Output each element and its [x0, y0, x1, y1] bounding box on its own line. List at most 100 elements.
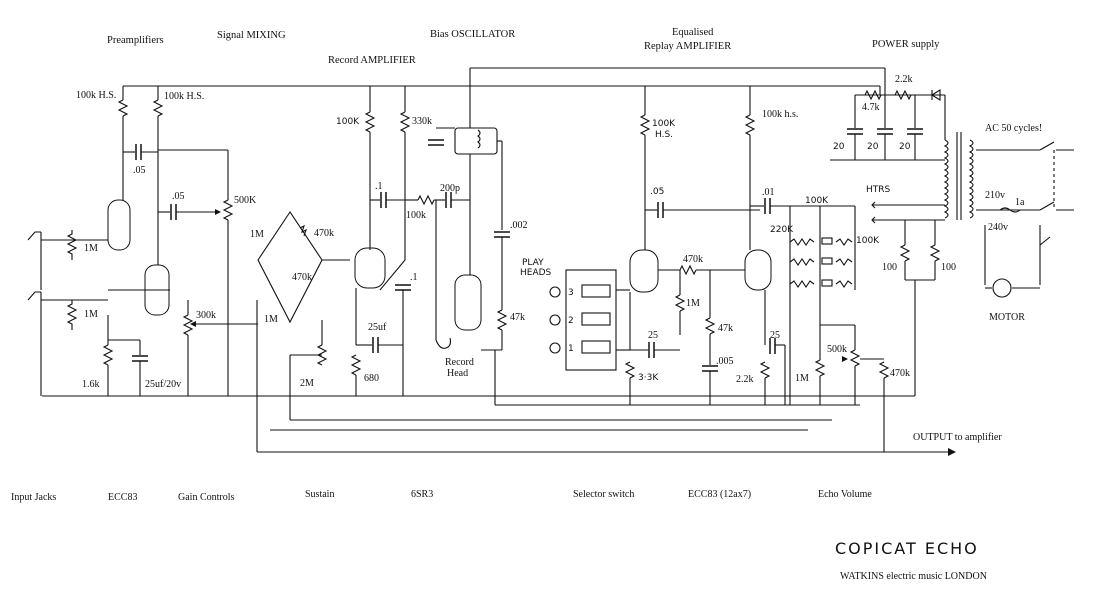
- output-arrow-icon: [948, 448, 956, 456]
- label-05-a: .05: [133, 165, 146, 176]
- label-100k-hs-rep: 100K: [652, 119, 676, 129]
- motor-switch: [1039, 236, 1051, 246]
- label-100k-hs-2: 100k H.S.: [164, 91, 204, 102]
- tone-resistor-1: [789, 238, 815, 246]
- tone-resistor-4: [835, 238, 853, 246]
- heater-arrow-2: [871, 216, 880, 224]
- label-1m-d: 1M: [264, 314, 278, 325]
- motor-label: MOTOR: [989, 312, 1025, 323]
- label-100k-hs-rep2: 100k h.s.: [762, 109, 798, 120]
- label-2m: 2M: [300, 378, 314, 389]
- head-number-1: 1: [568, 344, 574, 354]
- resistor-47k-bias: [496, 309, 508, 331]
- label-470k-echo: 470k: [890, 368, 910, 379]
- pot-2m: [316, 344, 328, 366]
- resistor-3-3k: [624, 361, 636, 379]
- label-input-jacks: Input Jacks: [11, 492, 56, 503]
- resistor-2-2k-rep: [759, 361, 771, 379]
- ac-label: AC 50 cycles!: [985, 123, 1042, 134]
- head-number-2: 2: [568, 316, 574, 326]
- label-200p: 200p: [440, 183, 460, 194]
- label-20-c: 20: [899, 142, 911, 152]
- label-210v: 210v: [985, 190, 1005, 201]
- resistor-4-7k-ps: [864, 89, 882, 101]
- label-100k-hs-1: 100k H.S.: [76, 90, 116, 101]
- resistor-1m-rep: [674, 294, 686, 312]
- resistor-100-a: [899, 244, 911, 262]
- resistor-100-b: [929, 244, 941, 262]
- label-470k-rep: 470k: [683, 254, 703, 265]
- resistor-1m-a: [66, 230, 78, 260]
- label-100k-mid: 100k: [406, 210, 426, 221]
- label-25uf-20v: 25uf/20v: [145, 379, 181, 390]
- header-bias-oscillator: Bias OSCILLATOR: [430, 29, 515, 40]
- label-selector-switch: Selector switch: [573, 489, 634, 500]
- label-300k: 300k: [196, 310, 216, 321]
- label-470k-a: 470k: [314, 228, 334, 239]
- label-100k-tone2: 100K: [856, 236, 880, 246]
- label-htrs: HTRS: [866, 185, 891, 195]
- label-1m-rep2: 1M: [795, 373, 809, 384]
- label-1m-rep: 1M: [686, 298, 700, 309]
- footer-subtitle: WATKINS electric music LONDON: [840, 571, 987, 582]
- play-head-2: 2: [549, 312, 611, 326]
- wire: [379, 259, 406, 291]
- header-replay-amplifier: Replay AMPLIFIER: [644, 41, 731, 52]
- label-500k: 500K: [234, 195, 257, 206]
- resistor-470k-echo: [878, 361, 890, 379]
- label-100k-tone: 100K: [805, 196, 829, 206]
- resistor-1m-b: [66, 300, 78, 330]
- play-heads-label-1: PLAY: [522, 258, 544, 268]
- bias-tube: [454, 274, 482, 331]
- pot-500k-echo-wiper: [842, 356, 848, 362]
- label-1m-a: 1M: [84, 243, 98, 254]
- resistor-100k-mid: [417, 194, 435, 206]
- label-4-7k-ps: 4.7k: [862, 102, 880, 113]
- motor-icon: [992, 278, 1012, 298]
- label-47k-rep: 47k: [718, 323, 733, 334]
- selector-switch: [565, 269, 617, 371]
- label-3-3k: 3·3K: [638, 373, 659, 383]
- label-01: .01: [762, 187, 775, 198]
- label-005: .005: [716, 356, 734, 367]
- label-500k-echo: 500k: [827, 344, 847, 355]
- label-25-rep2: 25: [770, 330, 780, 341]
- label-100-b: 100: [941, 262, 956, 273]
- resistor-2-2k-ps: [894, 89, 912, 101]
- label-330k: 330k: [412, 116, 432, 127]
- pot-300k: [182, 314, 194, 336]
- header-equalised: Equalised: [672, 27, 714, 38]
- label-25uf: 25uf: [368, 322, 387, 333]
- label-100-a: 100: [882, 262, 897, 273]
- label-05-b: .05: [172, 191, 185, 202]
- label-470k-b: 470k: [292, 272, 312, 283]
- label-240v: 240v: [988, 222, 1008, 233]
- resistor-100k-rec: [364, 111, 376, 133]
- label-25-rep: 25: [648, 330, 658, 341]
- label-1m-b: 1M: [84, 309, 98, 320]
- label-1-a: .1: [375, 181, 383, 192]
- mixing-bridge: [257, 211, 323, 324]
- tone-switch-2: [821, 257, 833, 265]
- mains-switch-1: [1039, 141, 1055, 151]
- input-jack-1: [27, 231, 108, 290]
- resistor-47k-rep: [704, 317, 716, 335]
- label-hs-rep: H.S.: [655, 130, 673, 140]
- label-1m-c: 1M: [250, 229, 264, 240]
- resistor-100k-hs-1: [117, 99, 129, 117]
- rectifier-diode-icon: [930, 89, 941, 101]
- pot-300k-wiper: [190, 321, 196, 327]
- play-heads-label-2: HEADS: [520, 268, 552, 278]
- bias-coil: [477, 129, 481, 149]
- header-power-supply: POWER supply: [872, 39, 940, 50]
- label-20-a: 20: [833, 142, 845, 152]
- label-sustain: Sustain: [305, 489, 334, 500]
- mains-switch-2: [1039, 201, 1055, 211]
- label-ecc83-12ax7: ECC83 (12ax7): [688, 489, 751, 500]
- label-47k-bias: 47k: [510, 312, 525, 323]
- transformer-secondary: [968, 139, 974, 219]
- header-record-amplifier: Record AMPLIFIER: [328, 55, 416, 66]
- label-220k: 220K: [770, 225, 794, 235]
